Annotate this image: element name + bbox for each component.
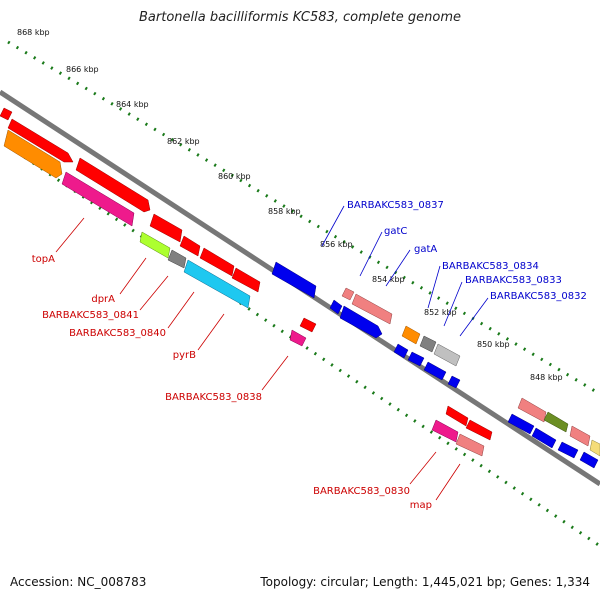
gene-label-barbakc583-0833[interactable]: BARBAKC583_0833 bbox=[465, 275, 562, 286]
gene-feature[interactable] bbox=[507, 413, 535, 435]
topa-gene[interactable] bbox=[61, 171, 135, 227]
gene-feature[interactable] bbox=[419, 335, 437, 353]
gene-feature[interactable] bbox=[517, 397, 547, 423]
accession-text: Accession: NC_008783 bbox=[10, 575, 147, 589]
leader-line bbox=[55, 217, 85, 253]
leader-line bbox=[427, 265, 441, 309]
gene-feature[interactable] bbox=[447, 375, 461, 389]
gene-feature[interactable] bbox=[401, 325, 421, 345]
gene-label-barbakc583-0841[interactable]: BARBAKC583_0841 bbox=[42, 310, 139, 321]
gene-feature[interactable] bbox=[0, 107, 13, 121]
gene-label-barbakc583-0832[interactable]: BARBAKC583_0832 bbox=[490, 291, 587, 302]
scale-label: 858 kbp bbox=[268, 207, 301, 216]
leader-line bbox=[167, 291, 195, 329]
gene-feature[interactable] bbox=[199, 247, 235, 277]
gene-label-gata[interactable]: gatA bbox=[414, 244, 437, 255]
lower-tick-track bbox=[7, 144, 600, 548]
gene-feature[interactable] bbox=[569, 425, 591, 447]
leader-line bbox=[359, 231, 383, 277]
leader-line bbox=[435, 463, 461, 501]
leader-line bbox=[139, 275, 169, 311]
gene-feature[interactable] bbox=[183, 259, 251, 309]
scale-label: 860 kbp bbox=[218, 172, 251, 181]
scale-label: 848 kbp bbox=[530, 373, 563, 382]
gene-feature[interactable] bbox=[149, 213, 183, 243]
gene-label-topa[interactable]: topA bbox=[32, 254, 55, 265]
leader-line bbox=[261, 355, 289, 391]
gene-feature[interactable] bbox=[139, 231, 171, 259]
gene-feature[interactable] bbox=[299, 317, 317, 333]
leader-line bbox=[443, 281, 463, 327]
gene-feature[interactable] bbox=[423, 361, 447, 381]
scale-label: 852 kbp bbox=[424, 308, 457, 317]
leader-line bbox=[385, 249, 411, 287]
gene-feature[interactable] bbox=[589, 439, 600, 457]
gene-feature[interactable] bbox=[289, 329, 307, 347]
gene-feature[interactable] bbox=[407, 351, 425, 367]
leader-line bbox=[119, 257, 147, 295]
gene-feature[interactable] bbox=[75, 157, 151, 213]
map-title: Bartonella bacilliformis KC583, complete… bbox=[139, 10, 461, 25]
gene-label-gatc[interactable]: gatC bbox=[384, 226, 407, 237]
gene-feature[interactable] bbox=[445, 405, 469, 427]
gene-feature[interactable] bbox=[271, 261, 317, 299]
map-gene[interactable] bbox=[455, 433, 485, 457]
leader-line bbox=[459, 297, 489, 337]
gene-label-barbakc583-0834[interactable]: BARBAKC583_0834 bbox=[442, 261, 539, 272]
gene-label-barbakc583-0837[interactable]: BARBAKC583_0837 bbox=[347, 200, 444, 211]
gene-feature[interactable] bbox=[7, 118, 74, 163]
gene-feature[interactable] bbox=[179, 235, 201, 257]
gene-label-barbakc583-0838[interactable]: BARBAKC583_0838 bbox=[165, 392, 262, 403]
forward-strand-genes bbox=[0, 107, 599, 469]
gene-feature[interactable] bbox=[543, 411, 569, 433]
scale-label: 866 kbp bbox=[66, 65, 99, 74]
gene-label-barbakc583-0840[interactable]: BARBAKC583_0840 bbox=[69, 328, 166, 339]
gene-feature[interactable] bbox=[431, 419, 459, 443]
gene-feature[interactable] bbox=[557, 441, 579, 459]
gene-feature[interactable] bbox=[329, 299, 343, 315]
scale-label: 850 kbp bbox=[477, 340, 510, 349]
gene-feature[interactable] bbox=[531, 427, 557, 449]
gene-feature[interactable] bbox=[341, 287, 355, 301]
gene-feature[interactable] bbox=[167, 249, 187, 269]
reverse-strand-genes bbox=[3, 118, 600, 457]
scale-label: 862 kbp bbox=[167, 137, 200, 146]
genome-summary-text: Topology: circular; Length: 1,445,021 bp… bbox=[260, 575, 590, 589]
gene-label-map[interactable]: map bbox=[410, 500, 432, 511]
leader-line bbox=[321, 205, 345, 247]
gene-label-pyrb[interactable]: pyrB bbox=[173, 350, 196, 361]
gene-label-barbakc583-0830[interactable]: BARBAKC583_0830 bbox=[313, 486, 410, 497]
gene-feature[interactable] bbox=[3, 129, 63, 179]
scale-label: 854 kbp bbox=[372, 275, 405, 284]
leader-line bbox=[197, 313, 225, 351]
gene-feature[interactable] bbox=[231, 267, 261, 293]
gene-label-dpra[interactable]: dprA bbox=[91, 294, 115, 305]
gatc-gene[interactable] bbox=[351, 293, 393, 325]
scale-label: 864 kbp bbox=[116, 100, 149, 109]
leader-line bbox=[409, 451, 437, 485]
gene-feature[interactable] bbox=[579, 451, 599, 469]
scale-label: 868 kbp bbox=[17, 28, 50, 37]
gene-feature[interactable] bbox=[393, 343, 409, 359]
scale-label: 856 kbp bbox=[320, 240, 353, 249]
gene-feature[interactable] bbox=[339, 305, 383, 339]
gene-feature[interactable] bbox=[465, 419, 493, 441]
gene-feature[interactable] bbox=[433, 343, 461, 367]
